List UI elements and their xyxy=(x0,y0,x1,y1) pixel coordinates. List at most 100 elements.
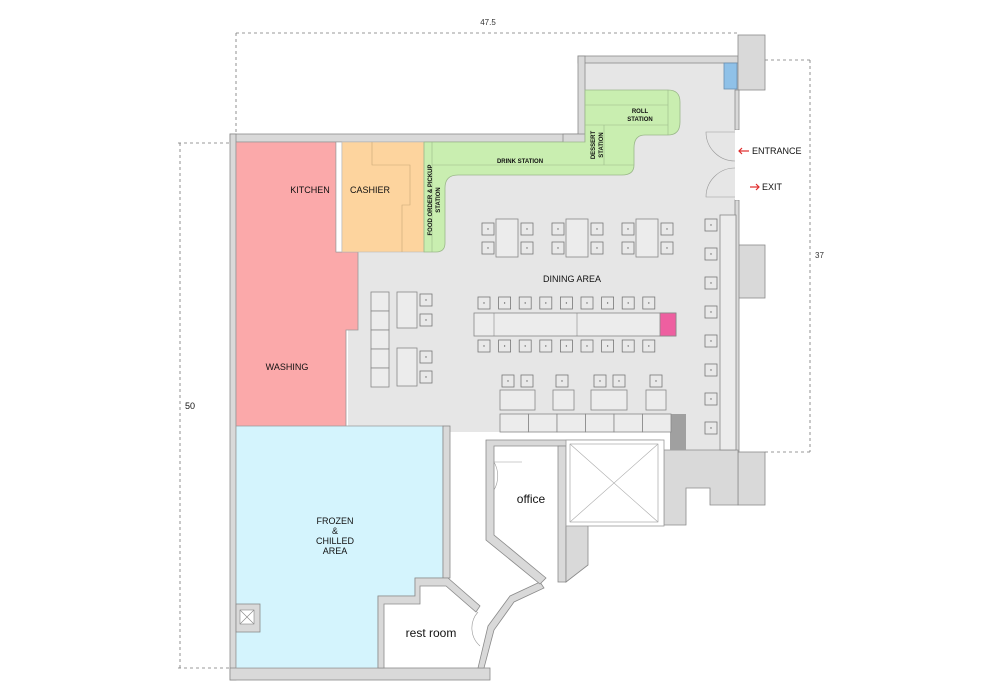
chair-dot xyxy=(425,299,427,301)
chair-dot xyxy=(627,228,629,230)
chair-dot xyxy=(648,345,650,347)
bench-segment xyxy=(642,413,672,433)
chair-dot xyxy=(503,345,506,347)
table xyxy=(635,218,659,258)
rest-room-door[interactable] xyxy=(471,611,481,647)
table xyxy=(499,389,536,411)
chair-dot xyxy=(710,369,712,371)
chair-dot xyxy=(557,247,559,249)
chair-dot xyxy=(425,356,427,358)
bench-segment xyxy=(556,413,586,433)
table xyxy=(370,310,390,331)
blue-fixture xyxy=(723,62,738,90)
cashier-label: CASHIER xyxy=(350,185,391,195)
chair-dot xyxy=(606,345,609,347)
exit-door[interactable] xyxy=(705,167,736,198)
chair-dot xyxy=(503,302,506,304)
elevator xyxy=(565,439,665,527)
table xyxy=(495,218,519,258)
bench-segment xyxy=(613,413,643,433)
chair-dot xyxy=(627,345,629,347)
kitchen-label: KITCHEN xyxy=(290,185,330,195)
chair-dot xyxy=(710,311,712,313)
chair-dot xyxy=(710,253,712,255)
table xyxy=(370,348,390,369)
table xyxy=(370,291,390,312)
chair-dot xyxy=(487,228,489,230)
chair-dot xyxy=(710,282,712,284)
washing-label: WASHING xyxy=(266,362,309,372)
frozen-label-3: CHILLED xyxy=(316,536,355,546)
dimension-top: 47.5 xyxy=(235,18,738,134)
frozen-label-4: AREA xyxy=(323,546,348,556)
table xyxy=(552,389,575,411)
chair-dot xyxy=(666,247,668,249)
chair-dot xyxy=(425,319,427,321)
chair-dot xyxy=(586,345,588,347)
chair-dot xyxy=(526,380,528,382)
table xyxy=(565,218,589,258)
exit-label: EXIT xyxy=(762,182,783,192)
table xyxy=(396,291,418,329)
dessert-station-label-2: STATION xyxy=(599,132,605,157)
chair-dot xyxy=(710,398,712,400)
chair-dot xyxy=(710,224,712,226)
office-door[interactable] xyxy=(493,461,498,491)
chair-dot xyxy=(526,247,528,249)
roll-station-label-1: ROLL xyxy=(632,109,649,115)
chair-dot xyxy=(524,345,526,347)
entrance-label: ENTRANCE xyxy=(752,146,802,156)
chair-dot xyxy=(565,345,568,347)
table xyxy=(590,389,628,411)
chair-dot xyxy=(545,345,547,347)
table xyxy=(645,389,667,411)
dimension-width-label: 47.5 xyxy=(480,18,496,27)
chair-dot xyxy=(524,302,526,304)
chair-dot xyxy=(710,427,712,429)
rest-room-label: rest room xyxy=(406,626,457,640)
chair-dot xyxy=(606,302,609,304)
table xyxy=(370,367,390,388)
chair-dot xyxy=(655,380,657,382)
frozen-label-1: FROZEN xyxy=(317,516,354,526)
dining-furniture xyxy=(370,214,737,451)
drink-station-label: DRINK STATION xyxy=(497,159,543,165)
chair-dot xyxy=(565,302,568,304)
dimension-right: 37 xyxy=(765,59,824,453)
chair-dot xyxy=(627,302,629,304)
chair-dot xyxy=(483,345,485,347)
dessert-station-label-1: DESSERT xyxy=(591,130,597,159)
chair-dot xyxy=(618,380,620,382)
bench-segment xyxy=(499,413,529,433)
dimension-left-label: 50 xyxy=(185,401,195,411)
long-table xyxy=(473,312,677,337)
chair-dot xyxy=(586,302,588,304)
table-end-marker xyxy=(659,312,677,337)
office-label: office xyxy=(517,492,546,506)
entrance-door[interactable] xyxy=(705,131,736,162)
bench xyxy=(719,214,737,451)
table xyxy=(396,347,418,387)
dimension-left: 50 xyxy=(178,142,230,669)
exit-arrow-icon xyxy=(750,183,760,191)
chair-dot xyxy=(599,380,601,382)
chair-dot xyxy=(596,228,598,230)
table xyxy=(370,329,390,350)
chair-dot xyxy=(666,228,668,230)
shaft-icon xyxy=(239,609,255,625)
chair-dot xyxy=(648,302,650,304)
food-order-station-label-1: FOOD ORDER & PICKUP xyxy=(428,164,434,235)
chair-dot xyxy=(487,247,489,249)
chair-dot xyxy=(561,380,563,382)
entrance-arrow-icon xyxy=(738,147,749,155)
dimension-right-label: 37 xyxy=(815,251,824,260)
chair-dot xyxy=(557,228,559,230)
roll-station-label-2: STATION xyxy=(627,117,652,123)
dining-area-label: DINING AREA xyxy=(543,274,601,284)
bench-segment xyxy=(528,413,558,433)
chair-dot xyxy=(710,340,712,342)
food-order-station-label-2: STATION xyxy=(436,187,442,212)
chair-dot xyxy=(526,228,528,230)
chair-dot xyxy=(627,247,629,249)
